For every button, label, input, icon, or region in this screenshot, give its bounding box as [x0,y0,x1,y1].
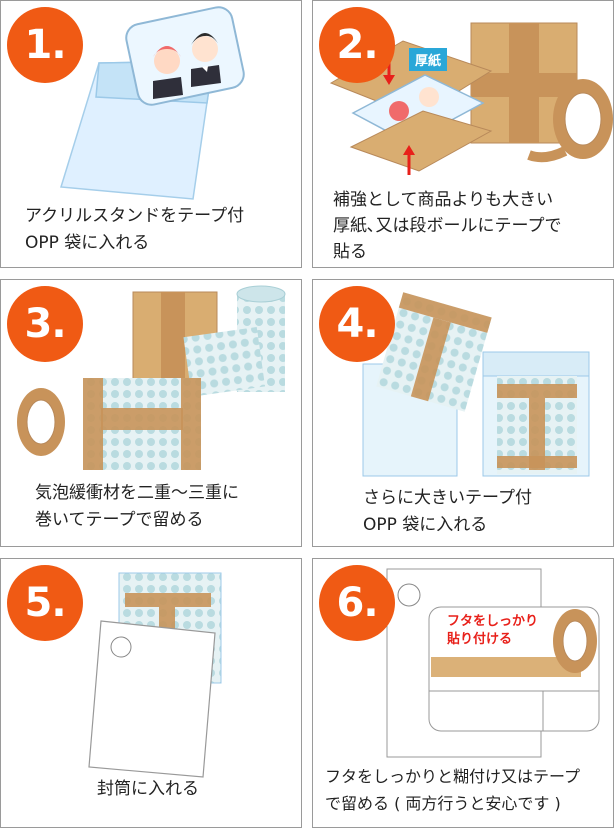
seal-envelope-illustration [386,568,600,758]
step-number-1: 1. [7,7,83,83]
step-number-2: 2. [319,7,395,83]
step-5-caption: 封筒に入れる [97,776,199,803]
caption-line: さらに大きいテープ付 [363,488,532,508]
caption-line: OPP 袋に入れる [363,515,488,535]
step-2-caption: 補強として商品よりも大きい 厚紙､又は段ボールにテープで 貼る [333,187,561,265]
bubble-wrap-illustration [17,285,286,470]
step-6-caption: フタをしっかりと糊付け又はテープ で留める ( 両方行うと安心です ) [325,763,580,817]
seal-callout: フタをしっかり 貼り付ける [447,613,538,649]
caption-line: 貼る [333,242,367,262]
caption-line: 補強として商品よりも大きい [333,190,554,210]
caption-line: 封筒に入れる [97,779,199,799]
step-number-3: 3. [7,286,83,362]
step-number-4: 4. [319,286,395,362]
outer-opp-bag-illustration [362,292,590,477]
step-2-panel: 2. 厚紙 補強として商品よりも大きい 厚紙､又は段ボールにテープで 貼る [312,0,614,268]
step-1-panel: 1. アクリルスタンドをテープ付 OPP 袋に入れる [0,0,302,268]
caption-line: 巻いてテープで留める [35,510,204,530]
callout-line: フタをしっかり [447,614,539,629]
caption-line: OPP 袋に入れる [25,233,150,253]
caption-line: で留める ( 両方行うと安心です ) [325,794,561,813]
step-6-panel: 6. フタをしっかり 貼り付ける フタをしっかりと糊付け又はテープ で留める (… [312,558,614,828]
step-3-panel: 3. 気泡緩衝材を二重〜三重に 巻いてテープで留める [0,279,302,547]
cardboard-reinforcement-illustration [329,22,613,175]
acrylic-stand-bag-illustration [60,6,245,200]
step-4-caption: さらに大きいテープ付 OPP 袋に入れる [363,485,532,539]
caption-line: アクリルスタンドをテープ付 [25,206,245,226]
caption-line: 厚紙､又は段ボールにテープで [333,216,562,236]
envelope-illustration [88,572,222,778]
step-1-caption: アクリルスタンドをテープ付 OPP 袋に入れる [25,203,244,257]
caption-line: フタをしっかりと糊付け又はテープ [325,767,581,786]
step-5-panel: 5. 封筒に入れる [0,558,302,828]
step-number-6: 6. [319,565,395,641]
step-number-5: 5. [7,565,83,641]
cardboard-tag: 厚紙 [409,48,448,71]
callout-line: 貼り付ける [447,632,513,647]
caption-line: 気泡緩衝材を二重〜三重に [35,483,239,503]
step-4-panel: 4. さらに大きいテープ付 OPP 袋に入れる [312,279,614,547]
step-3-caption: 気泡緩衝材を二重〜三重に 巻いてテープで留める [35,480,239,534]
